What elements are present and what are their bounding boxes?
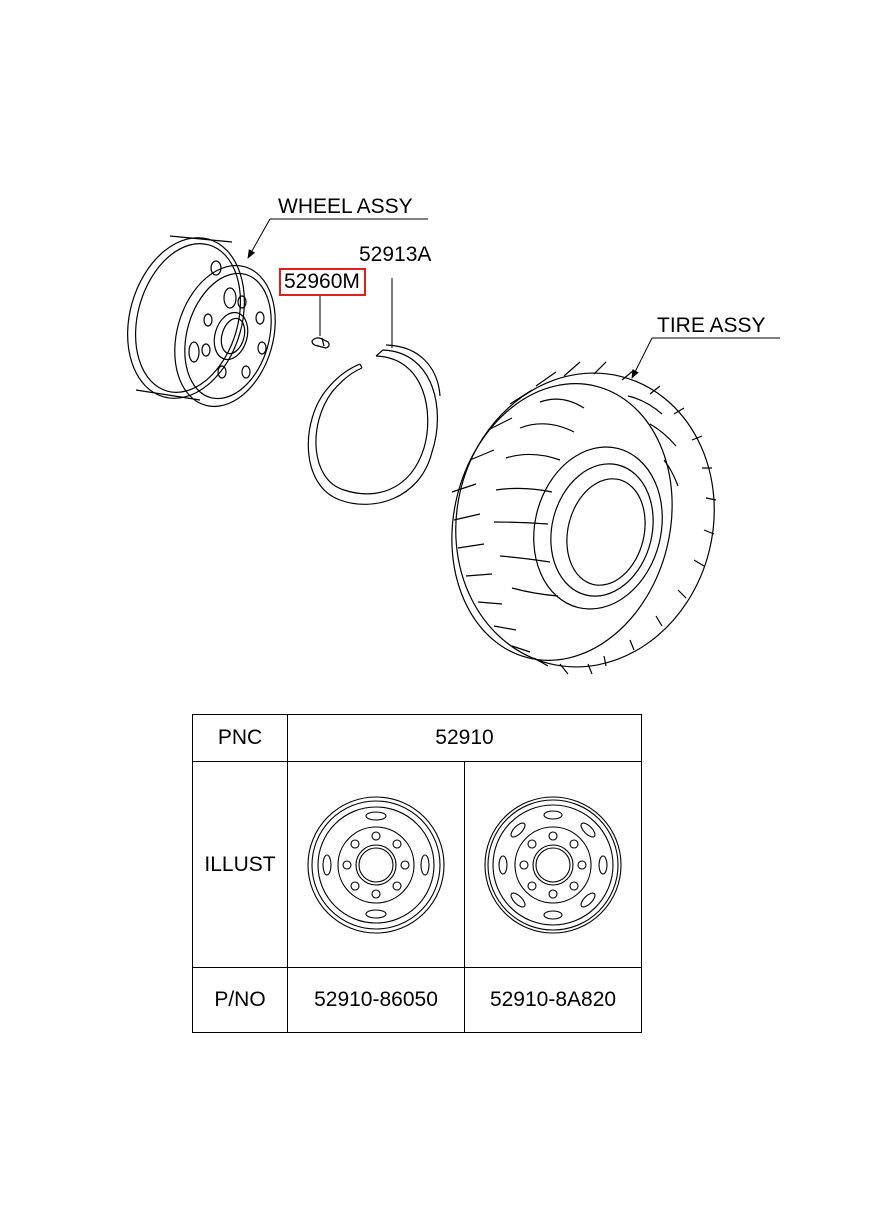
tire-assy-label: TIRE ASSY	[657, 314, 766, 337]
split-ring-icon	[307, 344, 441, 505]
table-row-pnc: PNC 52910	[192, 714, 642, 762]
ring-part-label: 52913A	[359, 243, 432, 266]
leader-lines	[247, 218, 780, 379]
row-label-pno: P/NO	[192, 967, 288, 1033]
pnc-value: 52910	[287, 714, 642, 762]
part-number-cell[interactable]: 52910-8A820	[464, 967, 642, 1033]
part-number-cell[interactable]: 52910-86050	[287, 967, 465, 1033]
row-label-pnc: PNC	[192, 714, 288, 762]
wheel-8-hole-4-slot-icon[interactable]	[301, 790, 451, 940]
tire-assy-icon	[451, 361, 717, 675]
wheel-assy-label: WHEEL ASSY	[278, 195, 413, 218]
wheel-assy-icon	[127, 235, 276, 408]
pnc-table: PNC 52910 ILLUST	[192, 714, 642, 1033]
table-row-illust: ILLUST	[192, 761, 642, 968]
part-52960m-icon	[311, 337, 330, 349]
row-label-illust: ILLUST	[192, 761, 288, 968]
exploded-diagram	[127, 218, 780, 675]
illustration-cell	[287, 761, 465, 968]
table-row-pno: P/NO 52910-86050 52910-8A820	[192, 967, 642, 1033]
highlighted-part-label[interactable]: 52960M	[279, 268, 366, 296]
wheel-8-hole-8-slot-icon[interactable]	[478, 790, 628, 940]
illustration-cell	[464, 761, 642, 968]
